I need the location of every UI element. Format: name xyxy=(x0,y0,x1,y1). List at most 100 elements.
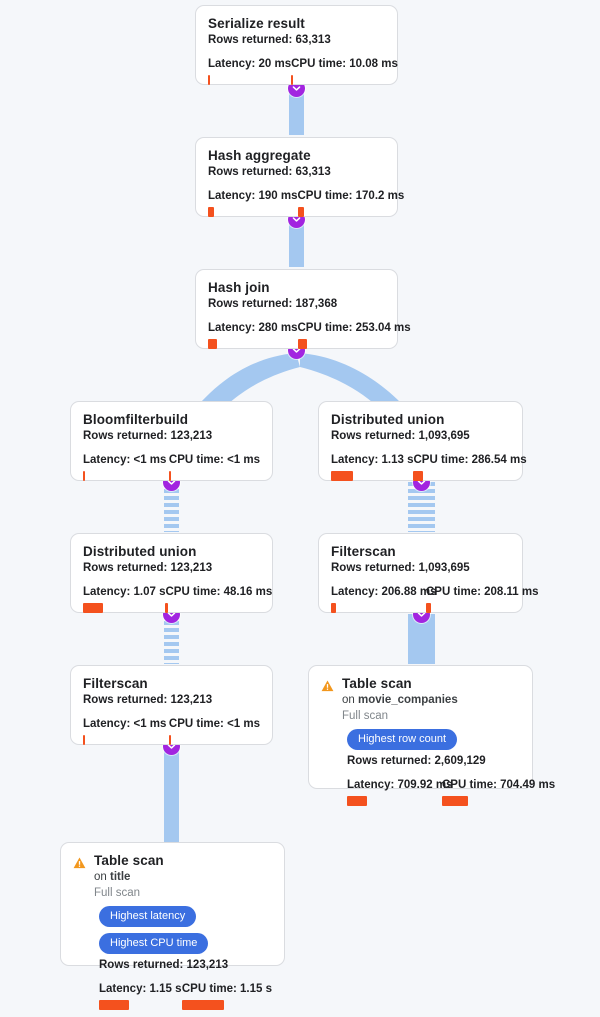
rows-returned: Rows returned: 63,313 xyxy=(208,34,331,46)
rows-returned: Rows returned: 1,093,695 xyxy=(331,430,470,442)
cpu-bar xyxy=(291,75,294,85)
badge-highest-latency[interactable]: Highest latency xyxy=(99,906,197,927)
node-metrics: Latency: 206.88 ms CPU time: 208.11 ms xyxy=(331,585,539,613)
node-title: Filterscan xyxy=(331,544,396,559)
edge-filterscan-to-table-scan-left xyxy=(164,746,179,842)
cpu-bar xyxy=(181,1000,224,1010)
table-name: title xyxy=(110,871,131,883)
cpu-bar xyxy=(426,603,431,613)
cpu-bar xyxy=(168,471,171,481)
cpu-metric: CPU time: 253.04 ms xyxy=(297,321,411,349)
node-title: Distributed union xyxy=(331,412,445,427)
cpu-bar xyxy=(297,339,307,349)
latency-label: Latency: 1.07 s xyxy=(83,586,166,598)
cpu-bar xyxy=(442,796,468,806)
plan-node-serialize-result[interactable]: Serialize result Rows returned: 63,313 L… xyxy=(195,5,398,85)
cpu-label: CPU time: 1.15 s xyxy=(181,983,272,995)
latency-metric: Latency: 20 ms xyxy=(208,57,291,85)
latency-label: Latency: 709.92 ms xyxy=(347,779,453,791)
cpu-metric: CPU time: 10.08 ms xyxy=(291,57,398,85)
cpu-label: CPU time: 170.2 ms xyxy=(297,190,405,202)
cpu-bar xyxy=(168,735,171,745)
plan-node-table-scan-title[interactable]: Table scan on title Full scan Highest la… xyxy=(60,842,285,1010)
latency-label: Latency: 1.13 s xyxy=(331,454,414,466)
node-title: Distributed union xyxy=(83,544,197,559)
scan-target: on title xyxy=(94,870,164,885)
node-title: Table scan xyxy=(94,853,164,868)
latency-bar xyxy=(83,471,85,481)
node-metrics: Latency: 190 ms CPU time: 170.2 ms xyxy=(208,189,404,217)
cpu-label: CPU time: 208.11 ms xyxy=(426,586,539,598)
latency-label: Latency: <1 ms xyxy=(83,718,167,730)
cpu-metric: CPU time: 704.49 ms xyxy=(442,778,555,806)
plan-node-distributed-union-left[interactable]: Distributed union Rows returned: 123,213… xyxy=(70,533,273,613)
latency-label: Latency: 20 ms xyxy=(208,58,292,70)
node-metrics: Latency: 280 ms CPU time: 253.04 ms xyxy=(208,321,411,349)
cpu-bar xyxy=(413,471,424,481)
node-header: Filterscan xyxy=(331,544,510,560)
node-title: Hash join xyxy=(208,280,270,295)
node-title: Serialize result xyxy=(208,16,305,31)
plan-node-table-scan-movie-companies[interactable]: Table scan on movie_companies Full scan … xyxy=(308,665,555,806)
node-metrics: Latency: 20 ms CPU time: 10.08 ms xyxy=(208,57,398,85)
cpu-metric: CPU time: <1 ms xyxy=(168,717,260,745)
rows-returned: Rows returned: 123,213 xyxy=(99,959,229,971)
cpu-bar xyxy=(297,207,304,217)
scan-type: Full scan xyxy=(94,887,141,899)
cpu-metric: CPU time: 286.54 ms xyxy=(413,453,527,481)
cpu-label: CPU time: <1 ms xyxy=(168,718,260,730)
node-metrics: Latency: <1 ms CPU time: <1 ms xyxy=(83,453,260,481)
latency-metric: Latency: <1 ms xyxy=(83,453,169,481)
on-prefix: on xyxy=(94,871,107,883)
node-header: Table scan on title Full scan xyxy=(73,853,272,901)
latency-bar xyxy=(331,603,336,613)
latency-bar xyxy=(208,75,210,85)
warning-triangle-icon xyxy=(73,856,86,874)
edge-bloomfilterbuild-to-distributed-union xyxy=(164,482,179,532)
cpu-metric: CPU time: 208.11 ms xyxy=(426,585,539,613)
plan-node-filterscan-right[interactable]: Filterscan Rows returned: 1,093,695 Late… xyxy=(318,533,539,613)
node-header: Table scan on movie_companies Full scan xyxy=(321,676,520,724)
latency-label: Latency: 206.88 ms xyxy=(331,586,437,598)
edge-serialize-to-hash-aggregate xyxy=(289,85,304,135)
latency-label: Latency: 1.15 s xyxy=(99,983,182,995)
latency-bar xyxy=(208,339,217,349)
cpu-metric: CPU time: 1.15 s xyxy=(181,982,272,1010)
node-header: Distributed union xyxy=(83,544,260,560)
latency-metric: Latency: <1 ms xyxy=(83,717,169,745)
latency-metric: Latency: 190 ms xyxy=(208,189,298,217)
node-metrics: Latency: 1.15 s CPU time: 1.15 s xyxy=(99,982,272,1010)
cpu-metric: CPU time: <1 ms xyxy=(168,453,260,481)
plan-node-filterscan-left[interactable]: Filterscan Rows returned: 123,213 Latenc… xyxy=(70,665,273,745)
cpu-bar xyxy=(165,603,169,613)
plan-node-bloomfilterbuild[interactable]: Bloomfilterbuild Rows returned: 123,213 … xyxy=(70,401,273,481)
cpu-metric: CPU time: 170.2 ms xyxy=(297,189,405,217)
badge-highest-cpu-time[interactable]: Highest CPU time xyxy=(99,933,209,954)
cpu-label: CPU time: 253.04 ms xyxy=(297,322,411,334)
latency-bar xyxy=(331,471,353,481)
badge-list: Highest latency Highest CPU time xyxy=(99,906,272,954)
cpu-label: CPU time: 704.49 ms xyxy=(442,779,556,791)
latency-metric: Latency: 709.92 ms xyxy=(347,778,453,806)
edge-hash-aggregate-to-hash-join xyxy=(289,217,304,267)
scan-type: Full scan xyxy=(342,710,389,722)
node-metrics: Latency: 1.07 s CPU time: 48.16 ms xyxy=(83,585,272,613)
cpu-label: CPU time: 48.16 ms xyxy=(165,586,273,598)
plan-node-distributed-union-right[interactable]: Distributed union Rows returned: 1,093,6… xyxy=(318,401,527,481)
node-metrics: Latency: <1 ms CPU time: <1 ms xyxy=(83,717,260,745)
latency-metric: Latency: 1.07 s xyxy=(83,585,165,613)
plan-node-hash-aggregate[interactable]: Hash aggregate Rows returned: 63,313 Lat… xyxy=(195,137,404,217)
latency-label: Latency: 280 ms xyxy=(208,322,298,334)
node-header: Bloomfilterbuild xyxy=(83,412,260,428)
node-title: Bloomfilterbuild xyxy=(83,412,189,427)
badge-highest-row-count[interactable]: Highest row count xyxy=(347,729,458,750)
node-header: Distributed union xyxy=(331,412,510,428)
edge-distributed-union-to-filterscan-left xyxy=(164,614,179,664)
cpu-label: CPU time: <1 ms xyxy=(168,454,260,466)
plan-node-hash-join[interactable]: Hash join Rows returned: 187,368 Latency… xyxy=(195,269,411,349)
latency-bar xyxy=(83,603,103,613)
latency-metric: Latency: 206.88 ms xyxy=(331,585,437,613)
rows-returned: Rows returned: 1,093,695 xyxy=(331,562,470,574)
table-name: movie_companies xyxy=(358,694,458,706)
